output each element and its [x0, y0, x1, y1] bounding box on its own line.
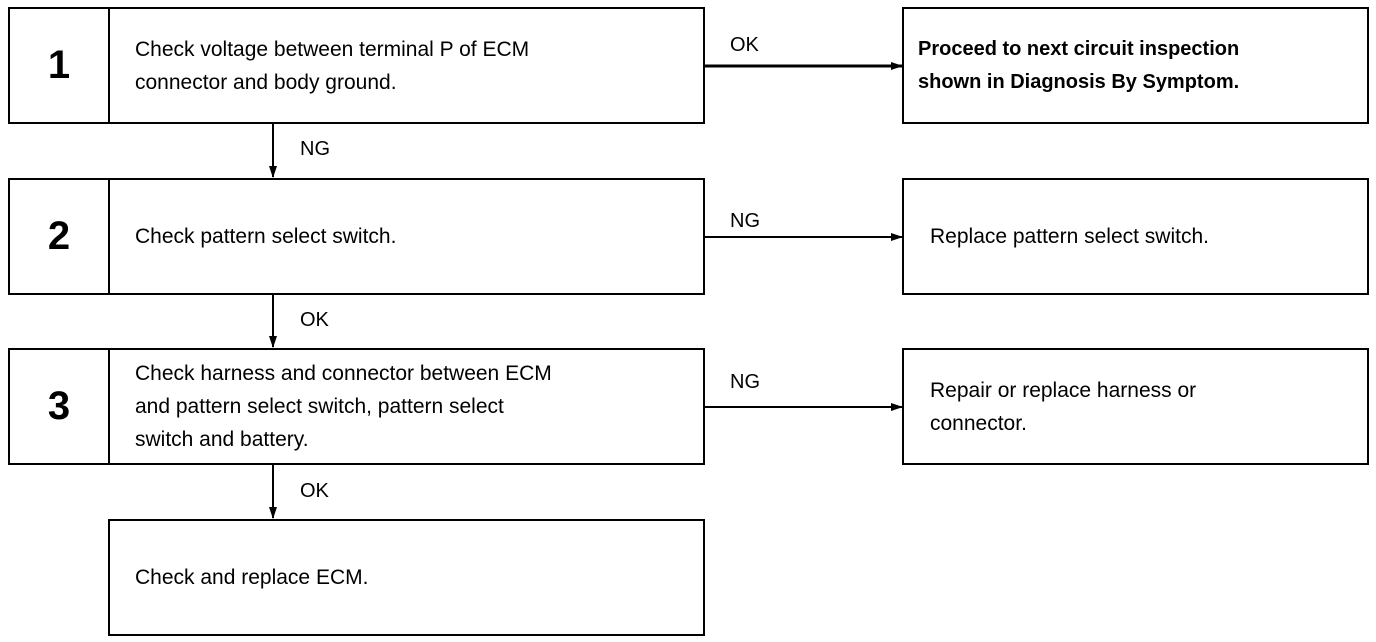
step-1-box: 1 Check voltage between terminal P of EC… — [8, 7, 705, 124]
step-2-text: Check pattern select switch. — [135, 225, 397, 248]
result-3-text: Repair or replace harness or connector. — [930, 378, 1197, 435]
result-2-box: Replace pattern select switch. — [902, 178, 1369, 295]
label-step2-ng: NG — [730, 210, 760, 232]
result-3-box: Repair or replace harness or connector. — [902, 348, 1369, 465]
step-2-box: 2 Check pattern select switch. — [8, 178, 705, 295]
result-1-box: Proceed to next circuit inspection shown… — [902, 7, 1369, 124]
result-1-text: Proceed to next circuit inspection shown… — [918, 37, 1240, 93]
label-step3-ng: NG — [730, 371, 760, 393]
step-1-text: Check voltage between terminal P of ECM … — [135, 37, 530, 94]
final-step-text: Check and replace ECM. — [135, 566, 369, 589]
step-3-text: Check harness and connector between ECM … — [135, 362, 552, 451]
label-step1-ok: OK — [730, 34, 759, 56]
step-3-number: 3 — [10, 350, 110, 463]
label-step3-ok: OK — [300, 480, 329, 502]
final-step-box: Check and replace ECM. — [108, 519, 705, 636]
label-step1-ng: NG — [300, 138, 330, 160]
step-3-box: 3 Check harness and connector between EC… — [8, 348, 705, 465]
step-2-number: 2 — [10, 180, 110, 293]
label-step2-ok: OK — [300, 309, 329, 331]
step-1-number: 1 — [10, 9, 110, 122]
result-2-text: Replace pattern select switch. — [930, 225, 1209, 248]
